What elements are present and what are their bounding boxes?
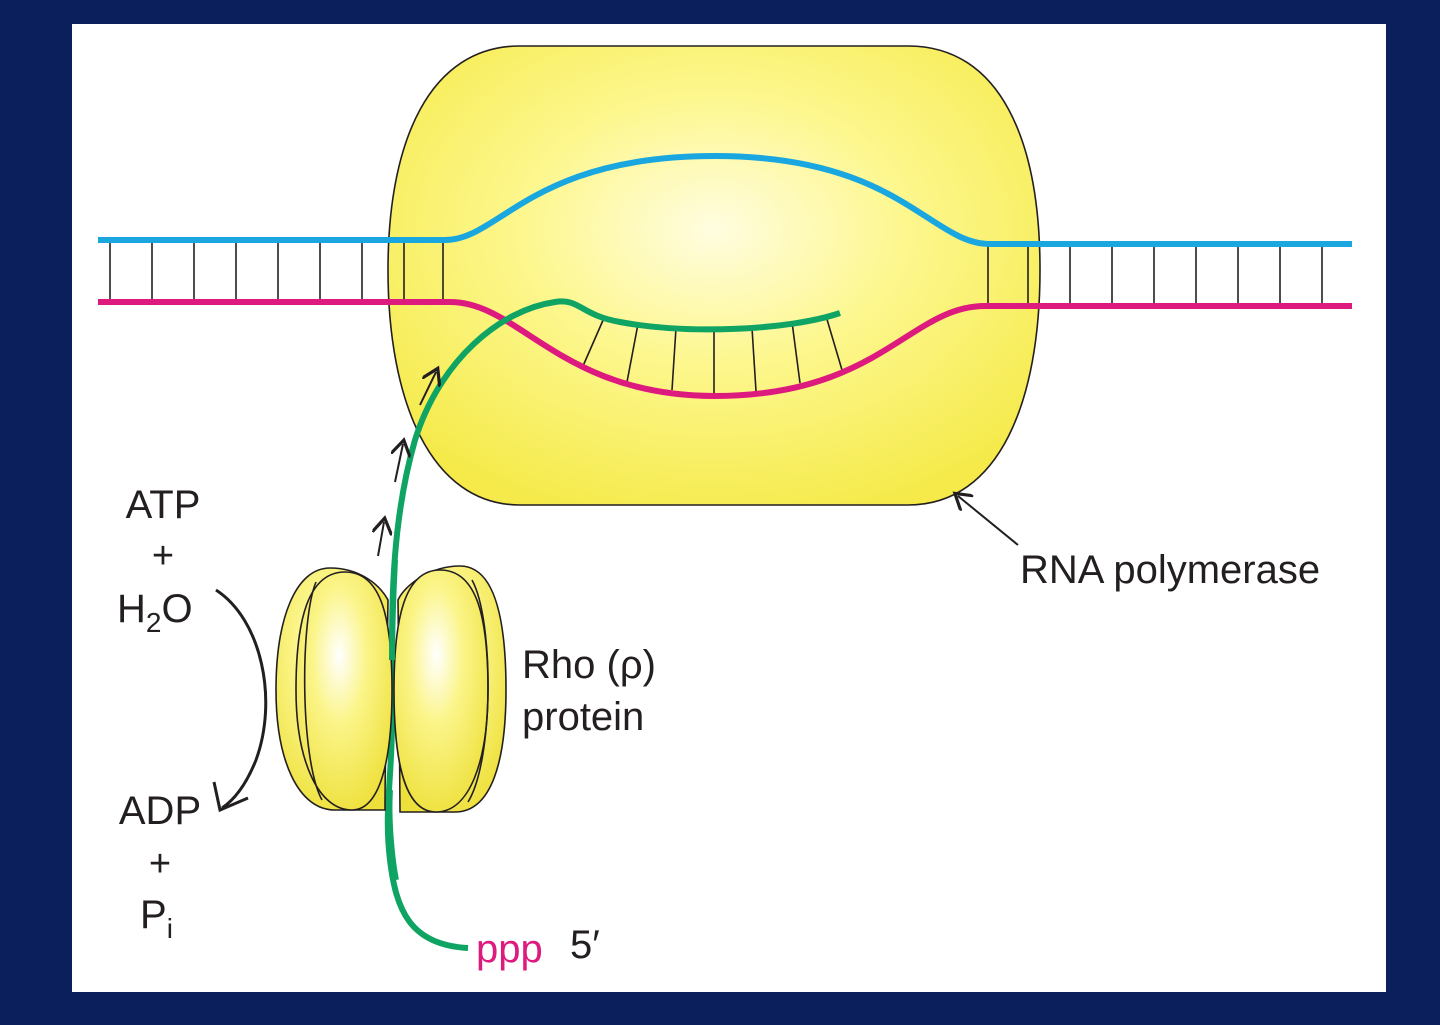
h2o-label: H2O [117, 587, 193, 638]
adp-label: ADP [119, 789, 201, 833]
atp-hydrolysis-arrow [215, 588, 268, 810]
dna-base-pairs [109, 240, 1323, 306]
five-prime-label: 5′ [570, 923, 600, 967]
rho-protein [275, 565, 507, 813]
movement-arrow [395, 444, 403, 483]
rna-polymerase-pointer [958, 496, 1019, 546]
pi-label: Pi [140, 893, 173, 944]
h2o-o: O [161, 587, 192, 631]
rho-subunit-right-inner [393, 569, 489, 813]
atp-label: ATP [126, 483, 201, 527]
h2o-h: H [117, 587, 146, 631]
pi-p: P [140, 893, 167, 937]
movement-arrow [378, 522, 384, 557]
rna-dna-hybrid-pairs [582, 315, 843, 394]
plus-label-2: + [149, 843, 171, 885]
rna-through-rho [389, 559, 398, 661]
atp-arrow-head [212, 781, 249, 813]
rna-polymerase-label: RNA polymerase [1020, 548, 1320, 592]
rho-label-line2: protein [522, 695, 644, 739]
movement-arrow [419, 372, 436, 406]
ppp-label: ppp [476, 927, 543, 971]
rho-label-line1: Rho (ρ) [522, 643, 656, 687]
rho-subunit-left-inner [295, 571, 393, 811]
rho-movement-arrows [378, 372, 436, 557]
pi-subscript: i [167, 913, 173, 944]
rna-exit-rho [386, 789, 399, 881]
rna-polymerase-body [387, 45, 1041, 506]
h2o-subscript: 2 [146, 607, 162, 638]
template-dna-strand [98, 152, 1352, 247]
plus-label-1: + [152, 535, 174, 577]
